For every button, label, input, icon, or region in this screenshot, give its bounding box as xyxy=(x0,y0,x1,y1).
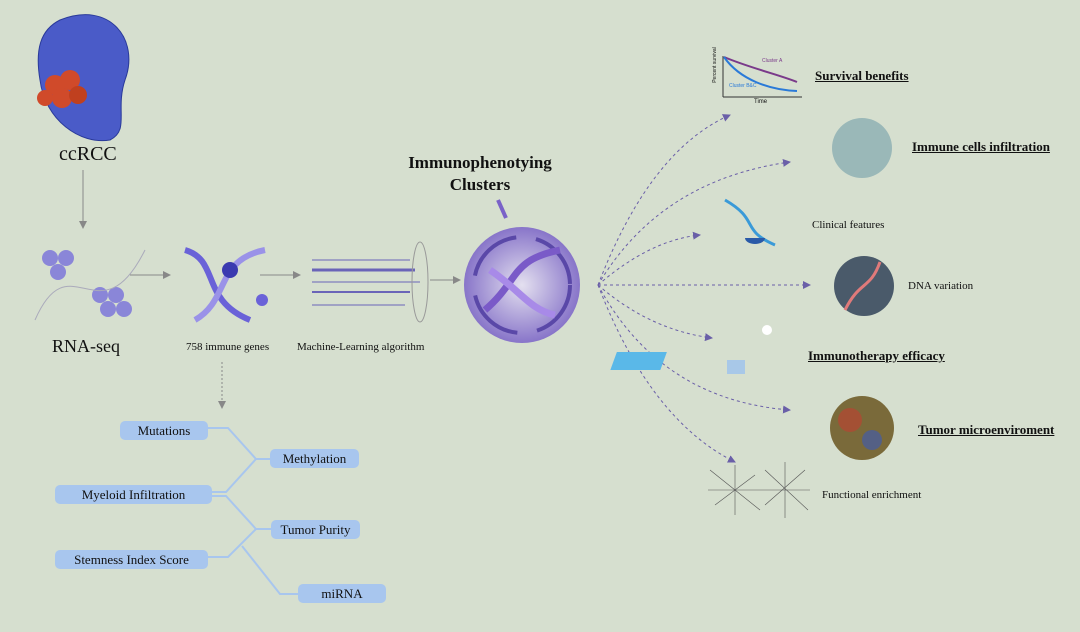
feature-mirna: miRNA xyxy=(298,584,386,603)
immune-genes-label: 758 immune genes xyxy=(186,341,270,353)
ml-algorithm-label: Machine-Learning algorithm xyxy=(297,341,425,353)
immune-cells-image xyxy=(832,118,892,178)
feature-mutations: Mutations xyxy=(120,421,208,440)
feature-methylation: Methylation xyxy=(270,449,359,468)
clusters-circle-icon xyxy=(464,227,580,343)
dna-genes-icon xyxy=(183,247,268,323)
tumor-microenvironment-image xyxy=(830,396,894,460)
chart-series-a: Cluster A xyxy=(762,58,783,64)
clusters-title-line1: Immunophenotying xyxy=(408,153,552,172)
outcome-clinical: Clinical features xyxy=(812,219,885,231)
chart-ylabel: Percent survival xyxy=(711,47,718,83)
outcome-immunotherapy: Immunotherapy efficacy xyxy=(808,348,945,363)
feature-myeloid-infiltration: Myeloid Infiltration xyxy=(55,485,212,504)
clusters-title-line2: Clusters xyxy=(449,175,511,194)
outcome-dna-variation: DNA variation xyxy=(908,280,974,292)
rna-seq-icon xyxy=(34,249,146,321)
outcome-arrows xyxy=(597,114,811,463)
feature-stemness-index: Stemness Index Score xyxy=(55,550,208,569)
outcome-tumor-microenvironment: Tumor microenviroment xyxy=(918,422,1055,437)
chart-series-b: Cluster B&C xyxy=(729,83,757,89)
feature-connectors xyxy=(208,427,298,595)
ccrcc-label: ccRCC xyxy=(59,143,117,165)
pin-icon xyxy=(496,199,508,219)
feature-tumor-purity: Tumor Purity xyxy=(271,520,360,539)
clinical-features-icon xyxy=(724,198,776,247)
outcome-survival: Survival benefits xyxy=(815,68,909,83)
kidney-illustration xyxy=(37,14,130,142)
clusters-title: Immunophenotying Clusters xyxy=(400,152,560,196)
functional-enrichment-icon xyxy=(708,462,810,518)
rna-seq-label: RNA-seq xyxy=(52,336,120,356)
chart-xlabel: Time xyxy=(754,99,768,105)
immunotherapy-icon xyxy=(610,325,772,374)
outcome-immune-cells: Immune cells infiltration xyxy=(912,139,1050,154)
survival-chart-icon xyxy=(722,56,802,98)
machine-learning-icon xyxy=(312,241,429,323)
outcome-functional-enrichment: Functional enrichment xyxy=(822,489,922,501)
